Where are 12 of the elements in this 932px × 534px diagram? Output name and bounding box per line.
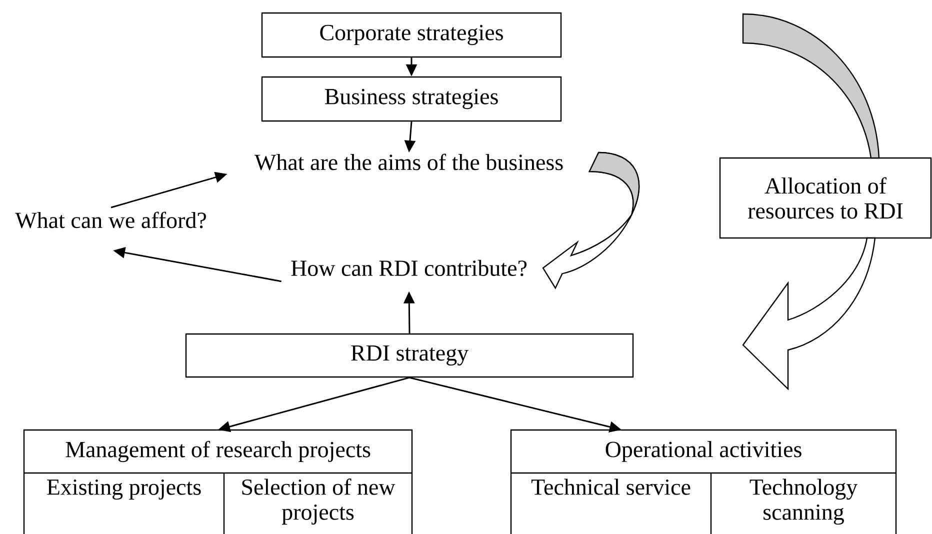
strategy-box: Allocation of resources to RDI xyxy=(719,157,932,239)
strategy-box: Business strategies xyxy=(261,76,562,122)
strategy-box: RDI strategy xyxy=(185,333,634,378)
table-cell: Existing projects xyxy=(47,479,201,500)
question-text: How can RDI contribute? xyxy=(291,260,527,276)
question-text: What are the aims of the business xyxy=(254,154,563,170)
table-cell: Technology scanning xyxy=(750,478,858,525)
block-arrow xyxy=(742,237,876,390)
question-text: What can we afford? xyxy=(15,212,206,228)
table-cell: Technical service xyxy=(531,478,690,495)
table-cell: Selection of new projects xyxy=(242,478,396,525)
strategy-box: Corporate strategies xyxy=(261,12,562,58)
